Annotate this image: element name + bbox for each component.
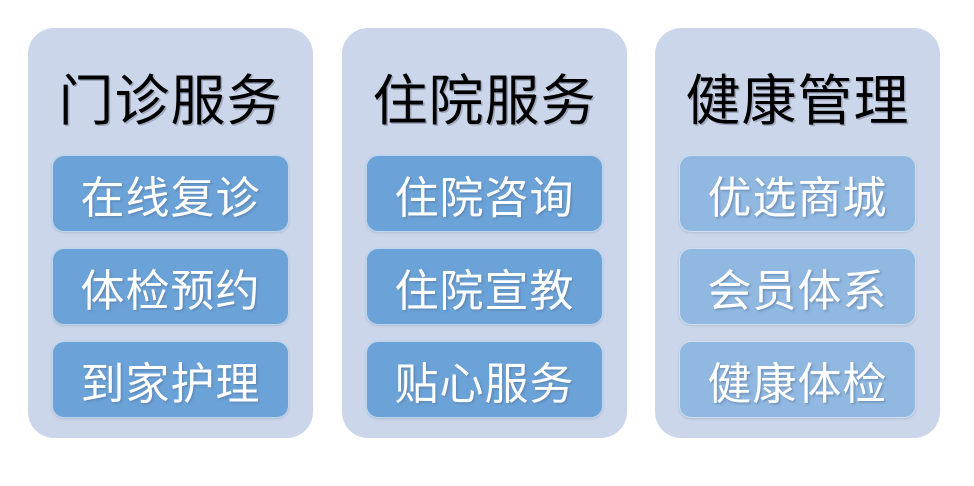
service-button[interactable]: 优选商城 — [679, 155, 916, 232]
card-title: 健康管理 — [685, 69, 910, 133]
service-button[interactable]: 住院宣教 — [366, 248, 603, 325]
service-card-outpatient: 门诊服务 在线复诊 体检预约 到家护理 — [28, 28, 313, 438]
service-button[interactable]: 会员体系 — [679, 248, 916, 325]
service-button-list: 优选商城 会员体系 健康体检 — [679, 155, 916, 418]
service-button-list: 住院咨询 住院宣教 贴心服务 — [366, 155, 603, 418]
service-button[interactable]: 在线复诊 — [52, 155, 289, 232]
service-button[interactable]: 到家护理 — [52, 341, 289, 418]
service-card-inpatient: 住院服务 住院咨询 住院宣教 贴心服务 — [342, 28, 627, 438]
service-button[interactable]: 住院咨询 — [366, 155, 603, 232]
service-button[interactable]: 健康体检 — [679, 341, 916, 418]
service-button[interactable]: 体检预约 — [52, 248, 289, 325]
card-title: 住院服务 — [372, 69, 597, 133]
service-card-health-management: 健康管理 优选商城 会员体系 健康体检 — [655, 28, 940, 438]
service-button-list: 在线复诊 体检预约 到家护理 — [52, 155, 289, 418]
card-title: 门诊服务 — [58, 69, 283, 133]
service-button[interactable]: 贴心服务 — [366, 341, 603, 418]
